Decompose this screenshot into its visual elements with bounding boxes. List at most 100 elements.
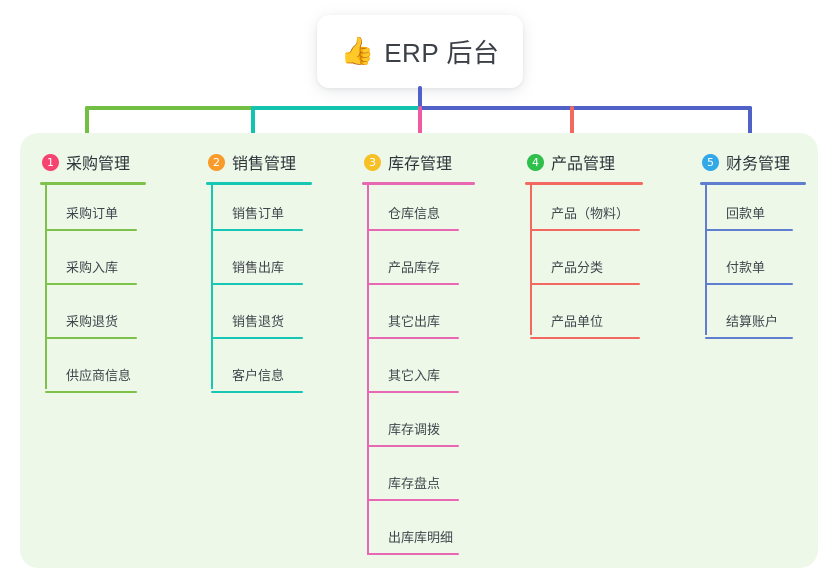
branch-stem-1 (45, 185, 47, 389)
branch-header-4[interactable]: 4 产品管理 (525, 147, 685, 177)
branch-stem-3 (367, 185, 369, 555)
leaf-label: 采购订单 (66, 206, 119, 221)
branch-header-3[interactable]: 3 库存管理 (362, 147, 512, 177)
leaf-label: 客户信息 (232, 368, 285, 383)
leaf-node[interactable]: 产品单位 (530, 313, 646, 339)
leaf-label: 库存盘点 (388, 476, 441, 491)
leaf-label: 其它入库 (388, 368, 441, 383)
leaf-rule (530, 337, 640, 339)
badge-number-4: 4 (527, 153, 544, 171)
branch-title-2: 销售管理 (232, 156, 297, 173)
drop-connector-col4 (570, 106, 574, 146)
badge-number-3: 3 (364, 153, 381, 171)
leaf-rule (45, 391, 137, 393)
leaf-label: 库存调拨 (388, 422, 441, 437)
badge-number-5: 5 (702, 153, 719, 171)
leaf-rule (211, 283, 303, 285)
root-node-erp-backend[interactable]: 👍 ERP 后台 (317, 15, 523, 88)
leaf-rule (367, 391, 459, 393)
leaf-node[interactable]: 销售出库 (211, 259, 309, 285)
leaf-node[interactable]: 产品分类 (530, 259, 646, 285)
bus-connector-teal (251, 106, 423, 110)
leaf-node[interactable]: 库存调拨 (367, 421, 465, 447)
leaf-node[interactable]: 付款单 (705, 259, 799, 285)
leaf-node[interactable]: 销售退货 (211, 313, 309, 339)
bus-connector-green (85, 106, 255, 110)
leaf-node[interactable]: 采购退货 (45, 313, 143, 339)
leaf-rule (45, 337, 137, 339)
leaf-label: 采购退货 (66, 314, 119, 329)
leaf-node[interactable]: 仓库信息 (367, 205, 465, 231)
leaf-node[interactable]: 客户信息 (211, 367, 309, 393)
branch-title-1: 采购管理 (66, 156, 131, 173)
badge-number-1: 1 (42, 153, 59, 171)
branch-stem-5 (705, 185, 707, 335)
leaf-label: 采购入库 (66, 260, 119, 275)
branch-header-5[interactable]: 5 财务管理 (700, 147, 839, 177)
branch-column-5: 5 财务管理 (700, 147, 839, 335)
leaf-rule (367, 499, 459, 501)
leaf-node[interactable]: 采购入库 (45, 259, 143, 285)
leaf-label: 产品分类 (551, 260, 604, 275)
leaf-label: 付款单 (726, 260, 766, 275)
leaf-rule (211, 391, 303, 393)
leaf-label: 出库库明细 (388, 530, 454, 545)
leaf-node[interactable]: 供应商信息 (45, 367, 143, 393)
branch-column-3: 3 库存管理 (362, 147, 512, 555)
leaf-label: 销售退货 (232, 314, 285, 329)
leaf-label: 产品库存 (388, 260, 441, 275)
drop-connector-col5 (748, 106, 752, 146)
leaf-node[interactable]: 回款单 (705, 205, 799, 231)
leaf-label: 销售出库 (232, 260, 285, 275)
leaf-rule (367, 283, 459, 285)
branch-header-2[interactable]: 2 销售管理 (206, 147, 356, 177)
leaf-rule (45, 283, 137, 285)
leaf-label: 产品单位 (551, 314, 604, 329)
leaf-rule (367, 337, 459, 339)
leaf-rule (367, 553, 459, 555)
branch-rule-1 (40, 182, 146, 185)
badge-number-2: 2 (208, 153, 225, 171)
leaf-node[interactable]: 其它入库 (367, 367, 465, 393)
branch-title-3: 库存管理 (388, 156, 453, 173)
leaf-rule (211, 337, 303, 339)
leaf-rule (705, 229, 793, 231)
branch-stem-4 (530, 185, 532, 335)
leaf-node[interactable]: 库存盘点 (367, 475, 465, 501)
branch-header-1[interactable]: 1 采购管理 (40, 147, 190, 177)
branch-rule-4 (525, 182, 643, 185)
drop-connector-col3 (418, 106, 422, 146)
leaf-label: 回款单 (726, 206, 766, 221)
leaf-rule (705, 283, 793, 285)
branch-column-2: 2 销售管理 (206, 147, 356, 389)
branch-rule-3 (362, 182, 475, 185)
branch-rule-5 (700, 182, 806, 185)
leaf-node[interactable]: 出库库明细 (367, 529, 465, 555)
branch-stem-2 (211, 185, 213, 389)
leaf-node[interactable]: 产品（物料） (530, 205, 646, 231)
leaf-rule (530, 229, 640, 231)
branch-column-1: 1 采购管理 (40, 147, 190, 389)
leaf-rule (45, 229, 137, 231)
leaf-rule (211, 229, 303, 231)
leaf-label: 供应商信息 (66, 368, 132, 383)
leaf-node[interactable]: 产品库存 (367, 259, 465, 285)
branch-title-4: 产品管理 (551, 156, 616, 173)
leaf-rule (705, 337, 793, 339)
branch-title-5: 财务管理 (726, 156, 791, 173)
leaf-rule (530, 283, 640, 285)
drop-connector-col1 (85, 106, 89, 146)
root-node-content: 👍 ERP 后台 (341, 33, 500, 70)
branch-rule-2 (206, 182, 312, 185)
leaf-rule (367, 229, 459, 231)
leaf-node[interactable]: 销售订单 (211, 205, 309, 231)
branch-column-4: 4 产品管理 (525, 147, 685, 335)
leaf-label: 产品（物料） (551, 206, 630, 221)
leaf-label: 结算账户 (726, 314, 779, 329)
leaf-node[interactable]: 采购订单 (45, 205, 143, 231)
leaf-node[interactable]: 结算账户 (705, 313, 799, 339)
leaf-node[interactable]: 其它出库 (367, 313, 465, 339)
diagram-panel (20, 133, 818, 568)
leaf-rule (367, 445, 459, 447)
